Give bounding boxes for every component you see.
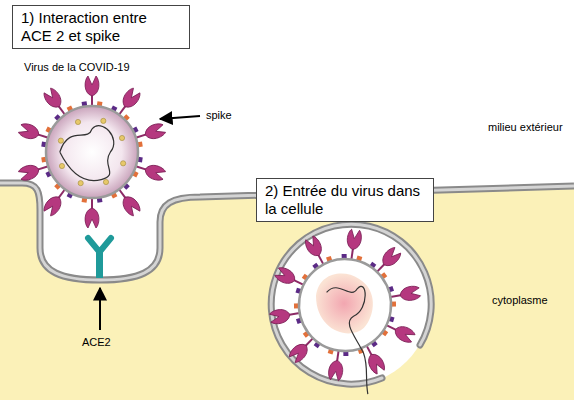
box-text: 2) Entrée du virus dans la cellule bbox=[265, 182, 425, 218]
spike-label: spike bbox=[206, 109, 232, 122]
ace2-arrow bbox=[99, 288, 101, 330]
cytoplasm bbox=[0, 183, 574, 400]
spike-protein bbox=[134, 160, 167, 182]
spike-protein bbox=[345, 229, 363, 261]
endosome-membrane-inner bbox=[271, 224, 431, 384]
virus bbox=[18, 76, 167, 228]
viral-rna bbox=[313, 282, 382, 394]
spike-protein bbox=[18, 160, 51, 182]
endosome-membrane bbox=[271, 224, 431, 384]
receptor-label: ACE2 bbox=[82, 336, 111, 349]
spike-protein bbox=[269, 306, 301, 325]
title-box: 2) Entrée du virus dans la cellule bbox=[256, 178, 434, 222]
region-label: cytoplasme bbox=[492, 294, 548, 307]
region-label: milieu extérieur bbox=[488, 121, 563, 134]
spike-protein bbox=[18, 122, 51, 144]
spike-protein bbox=[328, 350, 346, 382]
box-text: 1) Interaction entre ACE 2 et spike bbox=[21, 9, 181, 45]
title-box: 1) Interaction entre ACE 2 et spike bbox=[12, 5, 190, 49]
spike-protein bbox=[85, 76, 99, 106]
virus-in-endosome bbox=[259, 219, 429, 399]
spike-protein bbox=[134, 122, 167, 144]
spike-protein bbox=[85, 198, 99, 228]
spike-arrow bbox=[160, 116, 200, 119]
ace2-receptor bbox=[88, 238, 111, 278]
viral-rna bbox=[60, 126, 114, 181]
released-content bbox=[311, 270, 377, 336]
virus-label: Virus de la COVID-19 bbox=[24, 61, 130, 74]
spike-protein bbox=[389, 285, 421, 304]
